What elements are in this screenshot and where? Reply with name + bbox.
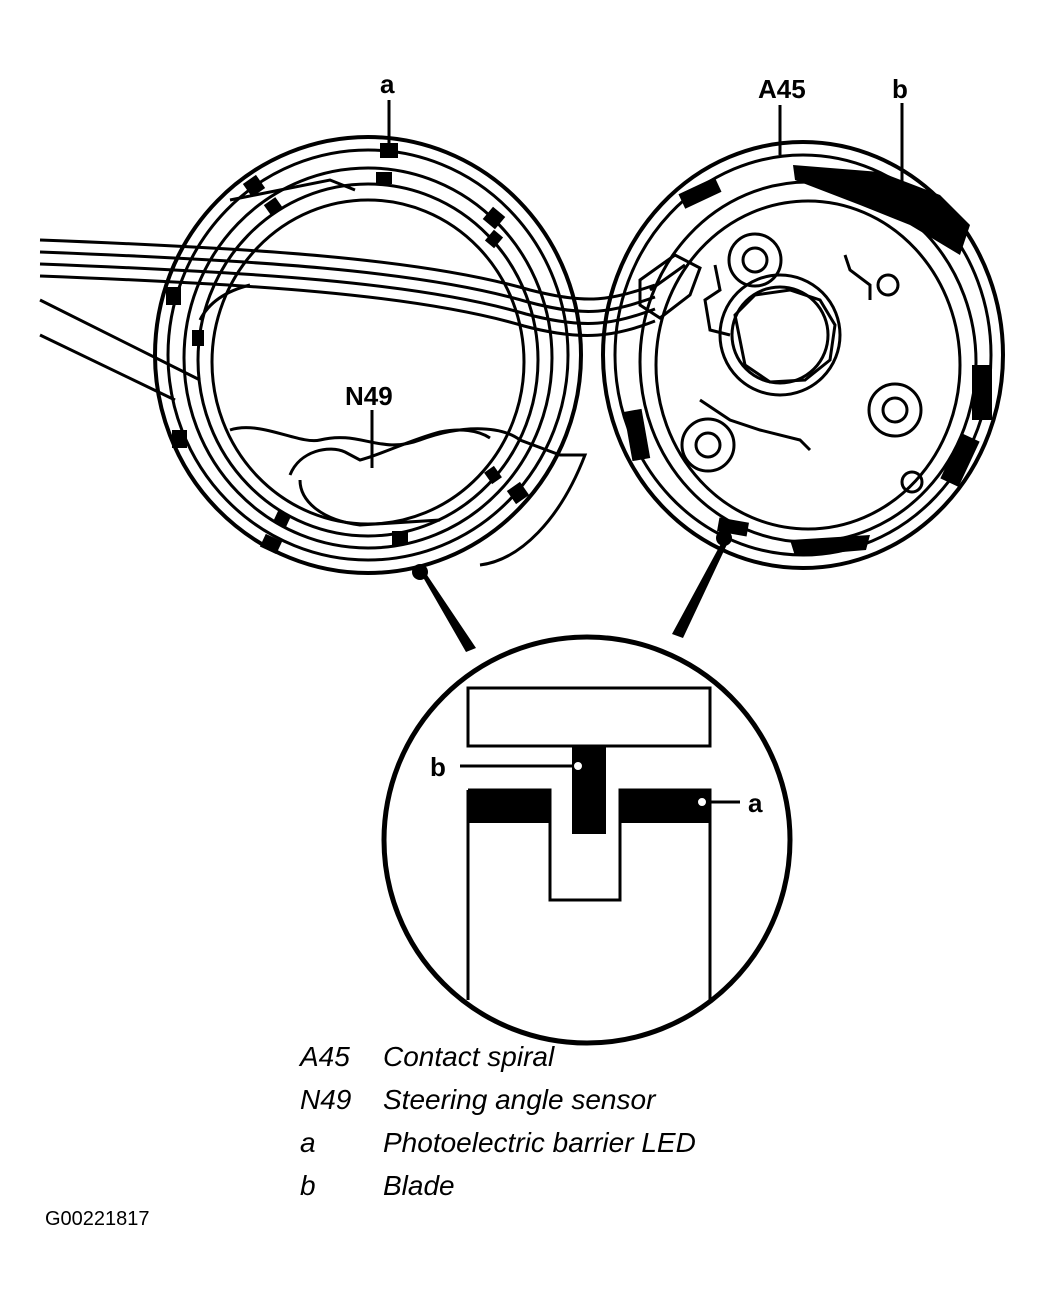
legend-key: b [300,1170,316,1201]
led-barrier-left [468,790,550,823]
legend-row: b Blade [300,1164,696,1207]
callout-b-top: b [892,74,908,104]
detail-leaders [412,530,732,652]
legend-key: A45 [300,1041,350,1072]
blade-carrier [466,686,712,748]
legend-desc: Contact spiral [383,1041,555,1072]
callout-a45: A45 [758,74,806,104]
blade [572,746,606,834]
legend-row: N49 Steering angle sensor [300,1078,696,1121]
blade-segments-right [623,165,992,556]
led-barrier-right [620,790,710,823]
legend: A45 Contact spiral N49 Steering angle se… [300,1035,696,1207]
contact-spiral-ring [601,140,1005,570]
legend-key: a [300,1127,316,1158]
figure-id: G00221817 [45,1208,150,1230]
blade-segments-left [166,143,530,555]
wire-harness [39,238,656,337]
callout-b-detail: b [430,752,446,782]
legend-row: A45 Contact spiral [300,1035,696,1078]
legend-key: N49 [300,1084,352,1115]
screw-bosses [680,232,924,494]
detail-magnifier [381,634,793,1046]
legend-row: a Photoelectric barrier LED [300,1121,696,1164]
legend-desc: Photoelectric barrier LED [383,1127,696,1158]
housing-strut [39,298,201,402]
callout-a-top: a [380,69,395,99]
callout-a-detail: a [748,788,763,818]
legend-desc: Steering angle sensor [383,1084,656,1115]
steering-angle-sensor-ring [153,135,588,575]
legend-desc: Blade [383,1170,455,1201]
callout-n49: N49 [345,381,393,411]
callout-leaders [370,100,904,468]
